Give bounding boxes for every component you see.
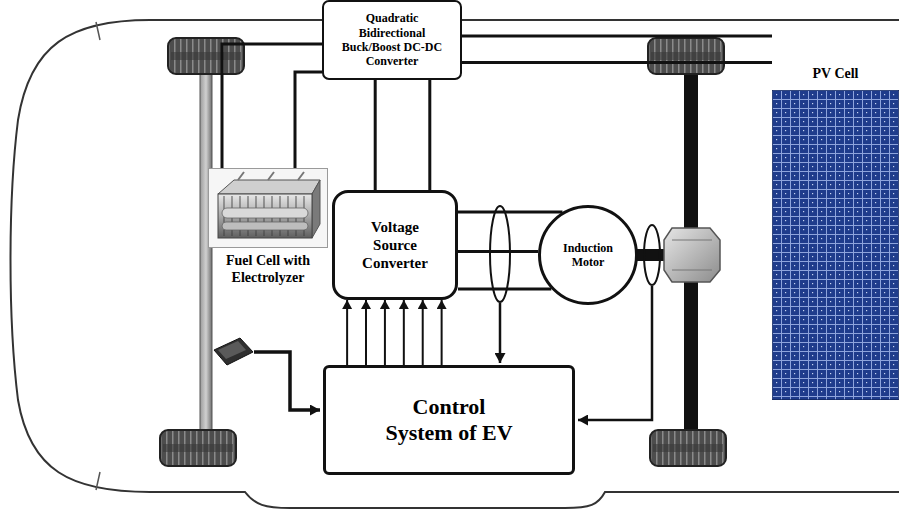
- power-line: [295, 72, 322, 168]
- fuel-cell-picture: [218, 194, 312, 238]
- wheel: [160, 430, 236, 466]
- pv-panel: PV Cell: [772, 30, 899, 402]
- fuel-cell-picture: [238, 172, 304, 180]
- motor-shaft: [636, 249, 666, 261]
- node-label: Quadratic Bidirectional Buck/Boost DC-DC…: [332, 11, 452, 69]
- motor-circle: Induction Motor: [538, 205, 638, 305]
- car-body-detail: [96, 22, 100, 490]
- power-line: [222, 44, 322, 168]
- gate-signal-arrow: [403, 300, 405, 365]
- power-line: [462, 61, 772, 64]
- node-label: Fuel Cell with Electrolyzer: [203, 253, 333, 287]
- gate-signal-arrow: [365, 300, 367, 365]
- current-signal-line: [499, 303, 502, 363]
- gearbox: [664, 228, 720, 282]
- accelerator-pedal: [214, 338, 253, 365]
- fuel-cell-stack: Fuel Cell with Electrolyzer: [203, 168, 333, 287]
- fuel-cell-picture: [218, 180, 320, 194]
- phase-line: [458, 288, 551, 291]
- node-label: Induction Motor: [552, 241, 624, 270]
- motor-outline: [540, 207, 637, 304]
- car-body-outline: [11, 20, 899, 508]
- gate-signal-arrow: [384, 300, 386, 365]
- dc-link-line: [428, 80, 431, 190]
- phase-line: [458, 211, 562, 214]
- fuel-cell-picture: [209, 169, 328, 248]
- speed-sensor: [644, 225, 660, 285]
- wheel: [648, 38, 724, 74]
- solar-panel: [772, 90, 899, 400]
- gearbox: [672, 240, 712, 270]
- converter-box: Quadratic Bidirectional Buck/Boost DC-DC…: [322, 0, 462, 80]
- fuel-cell-picture: [222, 222, 308, 230]
- fuel-cell-picture: [312, 180, 320, 238]
- rear-axle: [200, 74, 212, 430]
- fuel-cell-picture: [222, 208, 308, 218]
- node-label: PV Cell: [772, 66, 899, 83]
- speed-signal-line: [578, 286, 652, 420]
- gate-signal-arrow: [346, 300, 348, 365]
- node-label: Control System of EV: [379, 394, 519, 447]
- gate-signal-arrow: [422, 300, 424, 365]
- converter-box: Voltage Source Converter: [332, 190, 458, 300]
- connector-group: [222, 36, 772, 365]
- controller-box: Control System of EV: [323, 365, 575, 475]
- gate-signal-arrow: [441, 300, 443, 365]
- solar-panel: [772, 90, 899, 400]
- power-line: [462, 35, 772, 38]
- pedal-signal-line: [254, 352, 320, 410]
- fuel-cell-picture: [208, 168, 328, 248]
- phase-line: [458, 250, 538, 253]
- dc-link-line: [374, 80, 377, 190]
- wheel: [650, 430, 726, 466]
- node-label: Voltage Source Converter: [349, 218, 441, 272]
- accelerator-pedal: [218, 341, 246, 359]
